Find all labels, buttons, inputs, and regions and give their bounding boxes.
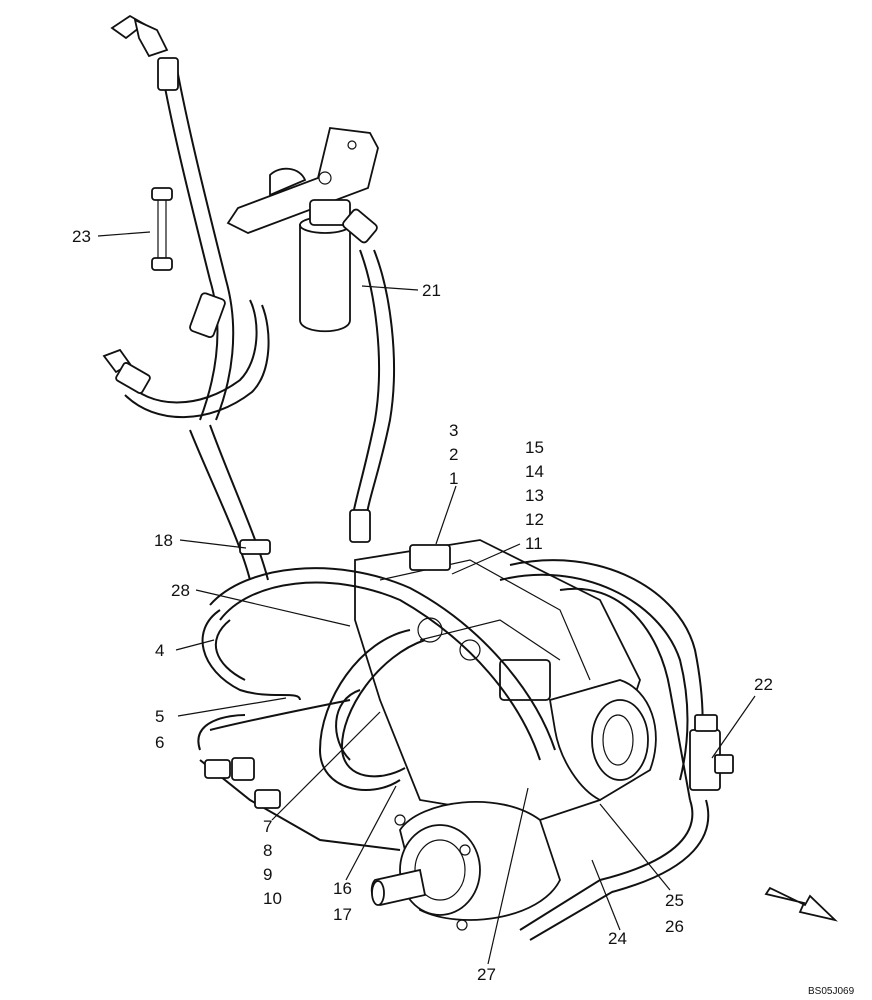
callout-17: 17 [333, 905, 352, 924]
callout-28: 28 [171, 581, 190, 600]
callout-10: 10 [263, 889, 282, 908]
side-motor [548, 679, 657, 802]
hose-loop-left [197, 609, 401, 851]
callout-16: 16 [333, 879, 352, 898]
reference-code: BS05J069 [808, 986, 855, 997]
callout-6: 6 [155, 733, 164, 752]
callout-22: 22 [754, 675, 773, 694]
callout-1: 1 [449, 469, 458, 488]
callout-3: 3 [449, 421, 458, 440]
callout-5: 5 [155, 707, 164, 726]
callout-21: 21 [422, 281, 441, 300]
callout-labels: 23 21 3 2 1 15 14 13 12 11 18 28 4 5 6 2… [72, 227, 855, 997]
valve-block [689, 714, 734, 791]
hose-top-sweep [209, 567, 556, 761]
direction-arrow-icon [764, 886, 838, 922]
callout-14: 14 [525, 462, 544, 481]
filter-canister [299, 199, 351, 333]
callout-15: 15 [525, 438, 544, 457]
callout-9: 9 [263, 865, 272, 884]
callout-11: 11 [525, 534, 543, 553]
callout-2: 2 [449, 445, 458, 464]
callout-12: 12 [525, 510, 544, 529]
vertical-tube [189, 424, 271, 581]
callout-8: 8 [263, 841, 272, 860]
callout-18: 18 [154, 531, 173, 550]
leader-lines [97, 231, 756, 965]
callout-26: 26 [665, 917, 684, 936]
callout-13: 13 [525, 486, 544, 505]
callout-23: 23 [72, 227, 91, 246]
callout-7: 7 [263, 817, 272, 836]
link-rod-part [151, 187, 173, 271]
filter-hose [342, 208, 395, 543]
callout-25: 25 [665, 891, 684, 910]
drive-motor [370, 801, 561, 931]
hose-loop-center [318, 629, 426, 791]
callout-27: 27 [477, 965, 496, 984]
filter-bracket [226, 127, 379, 234]
upper-hose-short [102, 292, 270, 419]
callout-24: 24 [608, 929, 627, 948]
callout-4: 4 [155, 641, 164, 660]
upper-hose-long [110, 14, 235, 421]
